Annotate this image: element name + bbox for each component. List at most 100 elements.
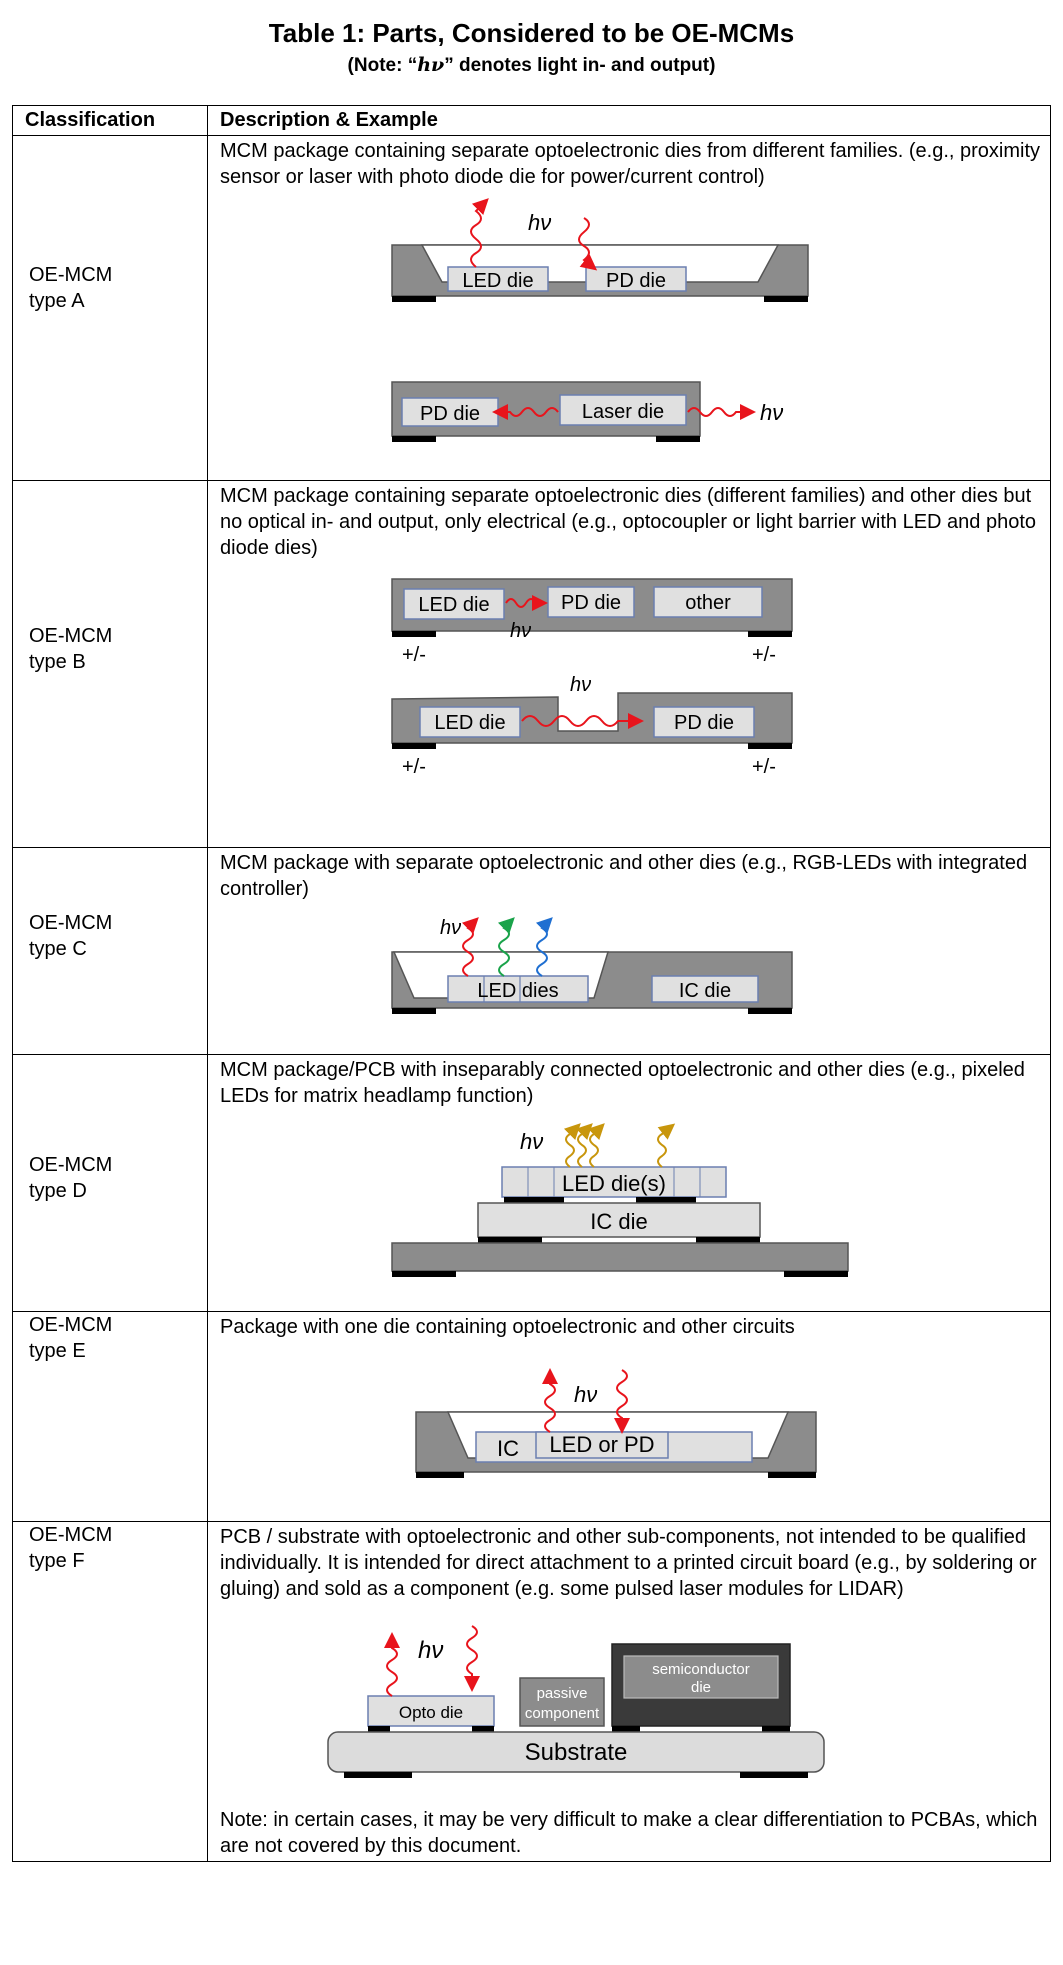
gap-light-arrow (521, 713, 644, 729)
substrate-label: Substrate (525, 1739, 628, 1766)
internal-light-arrow (505, 595, 548, 611)
header-description: Description & Example (207, 105, 1051, 136)
led-die-label: LED die (418, 594, 489, 616)
pad (636, 1197, 696, 1203)
pd-die-label: PD die (561, 592, 621, 614)
class-label-f2: type F (29, 1550, 85, 1572)
pad (392, 743, 436, 749)
ic-die-label: IC die (590, 1209, 647, 1234)
description-text: MCM package with separate optoelectronic… (220, 852, 1028, 900)
pad (478, 1237, 542, 1243)
emitted-light-arrow (470, 198, 489, 268)
hv-label: hν (528, 210, 551, 235)
class-label-e1: OE-MCM (29, 1314, 113, 1336)
led-dies (447, 975, 589, 1003)
hv-output-label: hν (760, 400, 783, 425)
pd-die-2-label: PD die (420, 403, 480, 425)
pad (784, 1271, 848, 1277)
pcb-substrate (391, 1242, 849, 1272)
pad (392, 1008, 436, 1014)
other-die-label: other (685, 592, 731, 614)
subtitle-hv-symbol: hν (417, 54, 445, 76)
pad (748, 743, 792, 749)
description-cell: MCM package with separate optoelectronic… (207, 847, 1051, 1055)
class-label-b1: OE-MCM (29, 625, 113, 647)
class-label-d1: OE-MCM (29, 1154, 113, 1176)
pad (762, 1726, 790, 1732)
type-f-diagram: Opto die passive component semiconductor… (327, 1625, 825, 1778)
terminal-label: +/- (402, 644, 426, 666)
terminal-label: +/- (752, 644, 776, 666)
led-die-2-label: LED die (434, 712, 505, 734)
gold-light-arrow (563, 1123, 581, 1168)
led-or-pd-region (535, 1431, 669, 1459)
table-title: Table 1: Parts, Considered to be OE-MCMs (268, 18, 795, 48)
opto-die (367, 1695, 495, 1727)
class-label-a1: OE-MCM (29, 264, 113, 286)
description-cell: MCM package containing separate optoelec… (207, 480, 1051, 848)
pd-die (547, 586, 635, 618)
terminal-label: +/- (752, 756, 776, 778)
gold-light-arrow (575, 1123, 593, 1168)
pad (696, 1237, 760, 1243)
ic-die (477, 1202, 761, 1238)
pad (768, 1472, 816, 1478)
pd-die (585, 266, 687, 292)
hv-label: hν (520, 1129, 543, 1154)
pad (344, 1772, 412, 1778)
oe-mcm-table: Classification Description & Example OE-… (12, 105, 1051, 1862)
pd-die-2-label: PD die (674, 712, 734, 734)
pad (392, 631, 436, 637)
type-b-diagram: LED die PD die other hν +/- +/- LED die … (391, 578, 793, 778)
led-or-pd-label: LED or PD (549, 1432, 654, 1457)
pad (748, 1008, 792, 1014)
type-a-diagram: LED die PD die hν PD die Laser die hν (391, 198, 809, 442)
description-cell: Package with one die containing optoelec… (207, 1311, 1051, 1522)
pad (392, 296, 436, 302)
pad (392, 1271, 456, 1277)
opto-die-label: Opto die (399, 1703, 463, 1722)
gold-light-arrow (657, 1123, 676, 1168)
description-cell: PCB / substrate with optoelectronic and … (207, 1521, 1051, 1862)
description-text: MCM package/PCB with inseparably connect… (220, 1059, 1025, 1107)
pad (656, 436, 700, 442)
subtitle-suffix: ” denotes light in- and output) (444, 55, 716, 76)
semiconductor-die (623, 1655, 779, 1699)
pad (392, 436, 436, 442)
header-classification: Classification (12, 105, 208, 136)
laser-die (559, 394, 687, 426)
type-c-diagram: LED dies IC die hν (391, 917, 793, 1014)
blue-light-arrow (535, 917, 553, 977)
emitted-light-arrow (542, 1368, 558, 1433)
type-e-diagram: IC LED or PD hν (415, 1368, 817, 1478)
pad (368, 1726, 390, 1732)
pad (748, 631, 792, 637)
class-label-c1: OE-MCM (29, 912, 113, 934)
die-label: die (691, 1679, 711, 1696)
ic-die-label: IC die (679, 980, 731, 1002)
terminal-label: +/- (402, 756, 426, 778)
pd-die-label: PD die (606, 270, 666, 292)
pd-die-2 (653, 706, 755, 738)
description-text: MCM package containing separate optoelec… (220, 140, 1041, 188)
class-label-b2: type B (29, 651, 86, 673)
ic-label: IC (497, 1436, 519, 1461)
received-light-arrow (578, 217, 598, 271)
ic-die (651, 975, 759, 1003)
led-die-label: LED die (462, 270, 533, 292)
green-light-arrow (497, 917, 515, 977)
laser-die-label: Laser die (582, 401, 664, 423)
red-light-arrow (461, 917, 479, 977)
component-label: component (525, 1705, 600, 1722)
led-dies-label: LED die(s) (562, 1171, 666, 1196)
pad (612, 1726, 640, 1732)
led-dies-label: LED dies (477, 980, 558, 1002)
table-row: OE-MCM type B MCM package containing sepa… (12, 480, 1051, 848)
